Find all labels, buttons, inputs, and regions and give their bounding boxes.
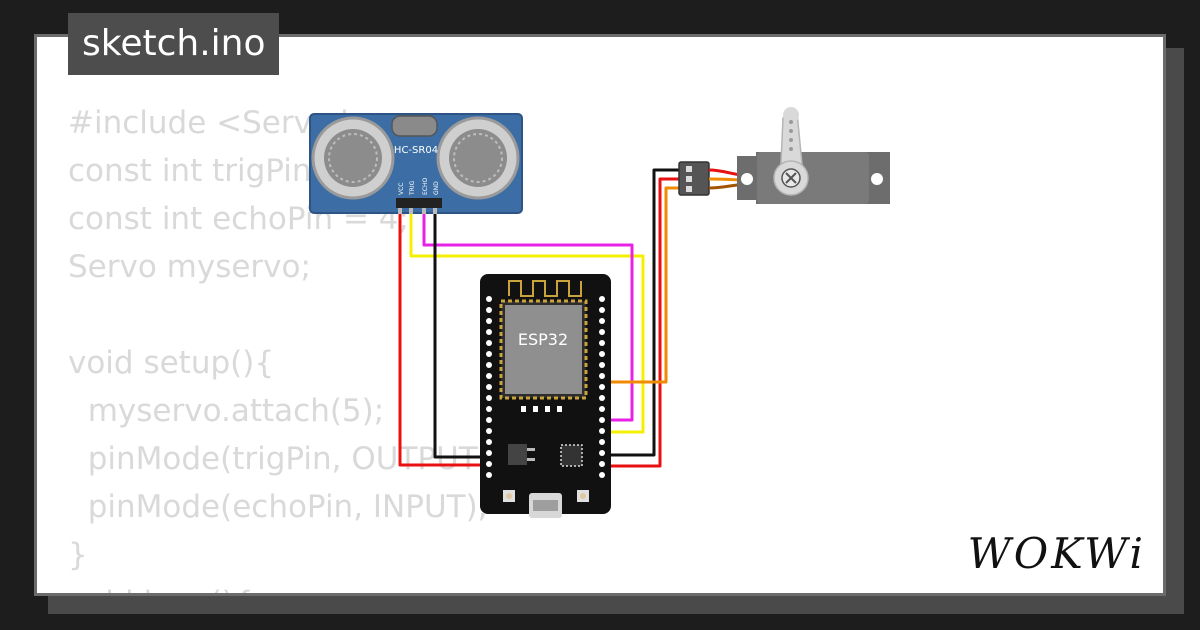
code-line-8: pinMode(trigPin, OUTPUT); xyxy=(68,441,501,477)
pin-label-gnd: GND xyxy=(433,181,440,195)
servo-motor[interactable] xyxy=(678,107,890,204)
wire-gnd[interactable] xyxy=(433,208,490,459)
file-name-tab[interactable]: sketch.ino xyxy=(68,13,280,75)
pin-label-vcc: VCC xyxy=(398,183,405,195)
wire-trig[interactable] xyxy=(409,208,645,434)
sensor-label: HC-SR04 xyxy=(394,145,438,156)
wire-echo[interactable] xyxy=(422,208,634,422)
wire-servo-gnd[interactable] xyxy=(608,168,686,457)
code-line-10: } xyxy=(68,537,88,573)
code-line-7: myservo.attach(5); xyxy=(68,393,385,429)
pin-label-echo: ECHO xyxy=(422,178,429,195)
esp32-board[interactable]: ESP32 xyxy=(480,274,611,518)
wire-servo-power[interactable] xyxy=(608,177,686,468)
esp32-label: ESP32 xyxy=(518,330,568,349)
wires xyxy=(398,168,686,468)
antenna-trace xyxy=(508,280,582,297)
pin-label-trig: TRIG xyxy=(409,180,416,196)
wire-servo-signal[interactable] xyxy=(608,186,686,384)
code-line-9: pinMode(echoPin, INPUT); xyxy=(68,489,489,525)
wire-vcc[interactable] xyxy=(398,208,490,467)
code-line-6: void setup(){ xyxy=(68,345,275,381)
code-line-4: Servo myservo; xyxy=(68,249,311,285)
wokwi-logo: WOKWi xyxy=(967,529,1146,578)
ultrasonic-sensor[interactable]: HC-SR04 VCC TRIG ECHO GND xyxy=(309,113,523,214)
code-line-11: void loop(){ xyxy=(68,579,500,593)
